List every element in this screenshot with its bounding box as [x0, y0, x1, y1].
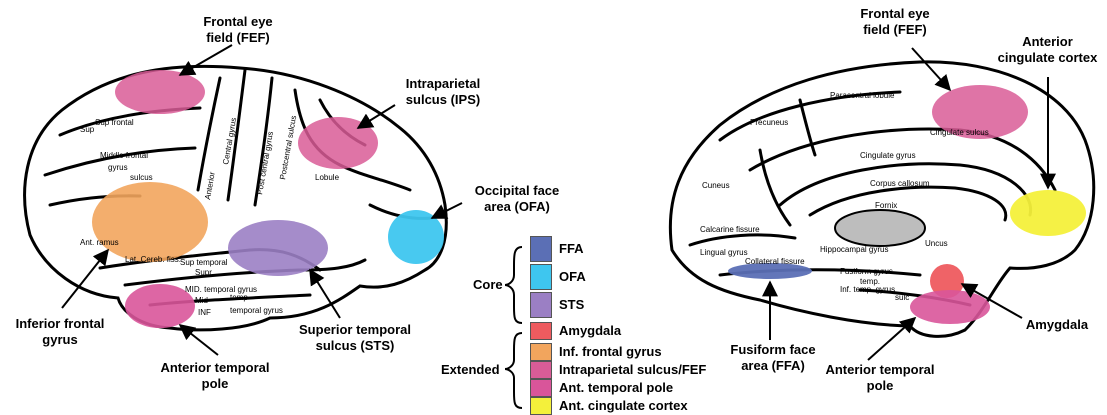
label-fusiform-gyrus: Fusiform gyrus: [840, 267, 893, 276]
label-paracentral-lobule: Paracentral lobule: [830, 91, 895, 100]
callout-sts: Superior temporal sulcus (STS): [290, 322, 420, 354]
callout-ffa: Fusiform face area (FFA): [718, 342, 828, 374]
legend-swatch-6: [530, 379, 552, 397]
region-sts: [228, 220, 328, 276]
legend-extended-label: Extended: [441, 362, 500, 377]
label-sulc: sulc: [895, 293, 909, 302]
legend-core-label: Core: [473, 277, 503, 292]
legend-label-2: STS: [559, 297, 584, 313]
callout-fef-left: Frontal eye field (FEF): [188, 14, 288, 46]
label-sulcus: sulcus: [130, 173, 153, 182]
label-precuneus: Precuneus: [750, 118, 788, 127]
label-lobule: Lobule: [315, 173, 340, 182]
callout-inf-frontal: Inferior frontal gyrus: [0, 316, 120, 348]
label-gyrus: gyrus: [108, 163, 128, 172]
legend-braces: [505, 247, 522, 408]
label-sup-frontal: Sup frontal: [95, 118, 134, 127]
medial-brain: Paracentral lobule Precuneus Cingulate s…: [670, 48, 1093, 360]
callout-fef-right: Frontal eye field (FEF): [845, 6, 945, 38]
label-inf-temporal-gyrus: temporal gyrus: [230, 306, 283, 315]
brace-extended: [505, 333, 522, 408]
label-middle-frontal: Middle frontal: [100, 151, 148, 160]
legend-swatch-2: [530, 292, 552, 318]
label-cuneus: Cuneus: [702, 181, 730, 190]
legend-label-0: FFA: [559, 241, 584, 257]
region-ips: [298, 117, 378, 169]
label-inf-temp-gyrus: Inf. temp. gyrus: [840, 285, 895, 294]
label-inf: INF: [198, 308, 211, 317]
callout-ant-cingulate: Anterior cingulate cortex: [990, 34, 1105, 66]
label-mid: Mid: [195, 296, 208, 305]
label-uncus: Uncus: [925, 239, 948, 248]
legend-label-5: Intraparietal sulcus/FEF: [559, 362, 706, 378]
callout-ips: Intraparietal sulcus (IPS): [388, 76, 498, 108]
region-ant-temporal-right: [910, 290, 990, 324]
legend-label-6: Ant. temporal pole: [559, 380, 673, 396]
label-cingulate-sulcus: Cingulate sulcus: [930, 128, 989, 137]
label-supr: Supr: [195, 268, 212, 277]
legend-swatch-7: [530, 397, 552, 415]
label-cingulate-gyrus: Cingulate gyrus: [860, 151, 916, 160]
label-sup: Sup: [80, 125, 95, 134]
label-hippocampal-gyrus: Hippocampal gyrus: [820, 245, 888, 254]
legend-label-7: Ant. cingulate cortex: [559, 398, 688, 414]
callout-ofa: Occipital face area (OFA): [462, 183, 572, 215]
label-lingual-gyrus: Lingual gyrus: [700, 248, 748, 257]
callout-amygdala: Amygdala: [1012, 317, 1102, 333]
label-temp: temp: [230, 293, 248, 302]
label-sup-temporal: Sup temporal: [180, 258, 228, 267]
label-ant-ramus: Ant. ramus: [80, 238, 119, 247]
callout-ant-temporal-right: Anterior temporal pole: [815, 362, 945, 394]
region-inf-frontal: [92, 182, 208, 262]
label-collateral-fissure: Collateral fissure: [745, 257, 805, 266]
label-corpus-callosum: Corpus callosum: [870, 179, 930, 188]
legend-swatch-1: [530, 264, 552, 290]
label-lat-cereb-fiss: Lat. Cereb. fiss.: [125, 255, 181, 264]
thalamus-area: [835, 210, 925, 246]
label-fornix: Fornix: [875, 201, 897, 210]
legend-swatch-3: [530, 322, 552, 340]
legend-label-4: Inf. frontal gyrus: [559, 344, 662, 360]
region-ant-cingulate: [1010, 190, 1086, 236]
label-calcarine-fissure: Calcarine fissure: [700, 225, 760, 234]
legend-swatch-0: [530, 236, 552, 262]
legend-label-3: Amygdala: [559, 323, 621, 339]
brace-core: [505, 247, 522, 323]
region-fef-left: [115, 70, 205, 114]
legend-swatch-4: [530, 343, 552, 361]
legend-swatch-5: [530, 361, 552, 379]
callout-ant-temporal-left: Anterior temporal pole: [150, 360, 280, 392]
legend-label-1: OFA: [559, 269, 586, 285]
region-ofa: [388, 210, 444, 264]
